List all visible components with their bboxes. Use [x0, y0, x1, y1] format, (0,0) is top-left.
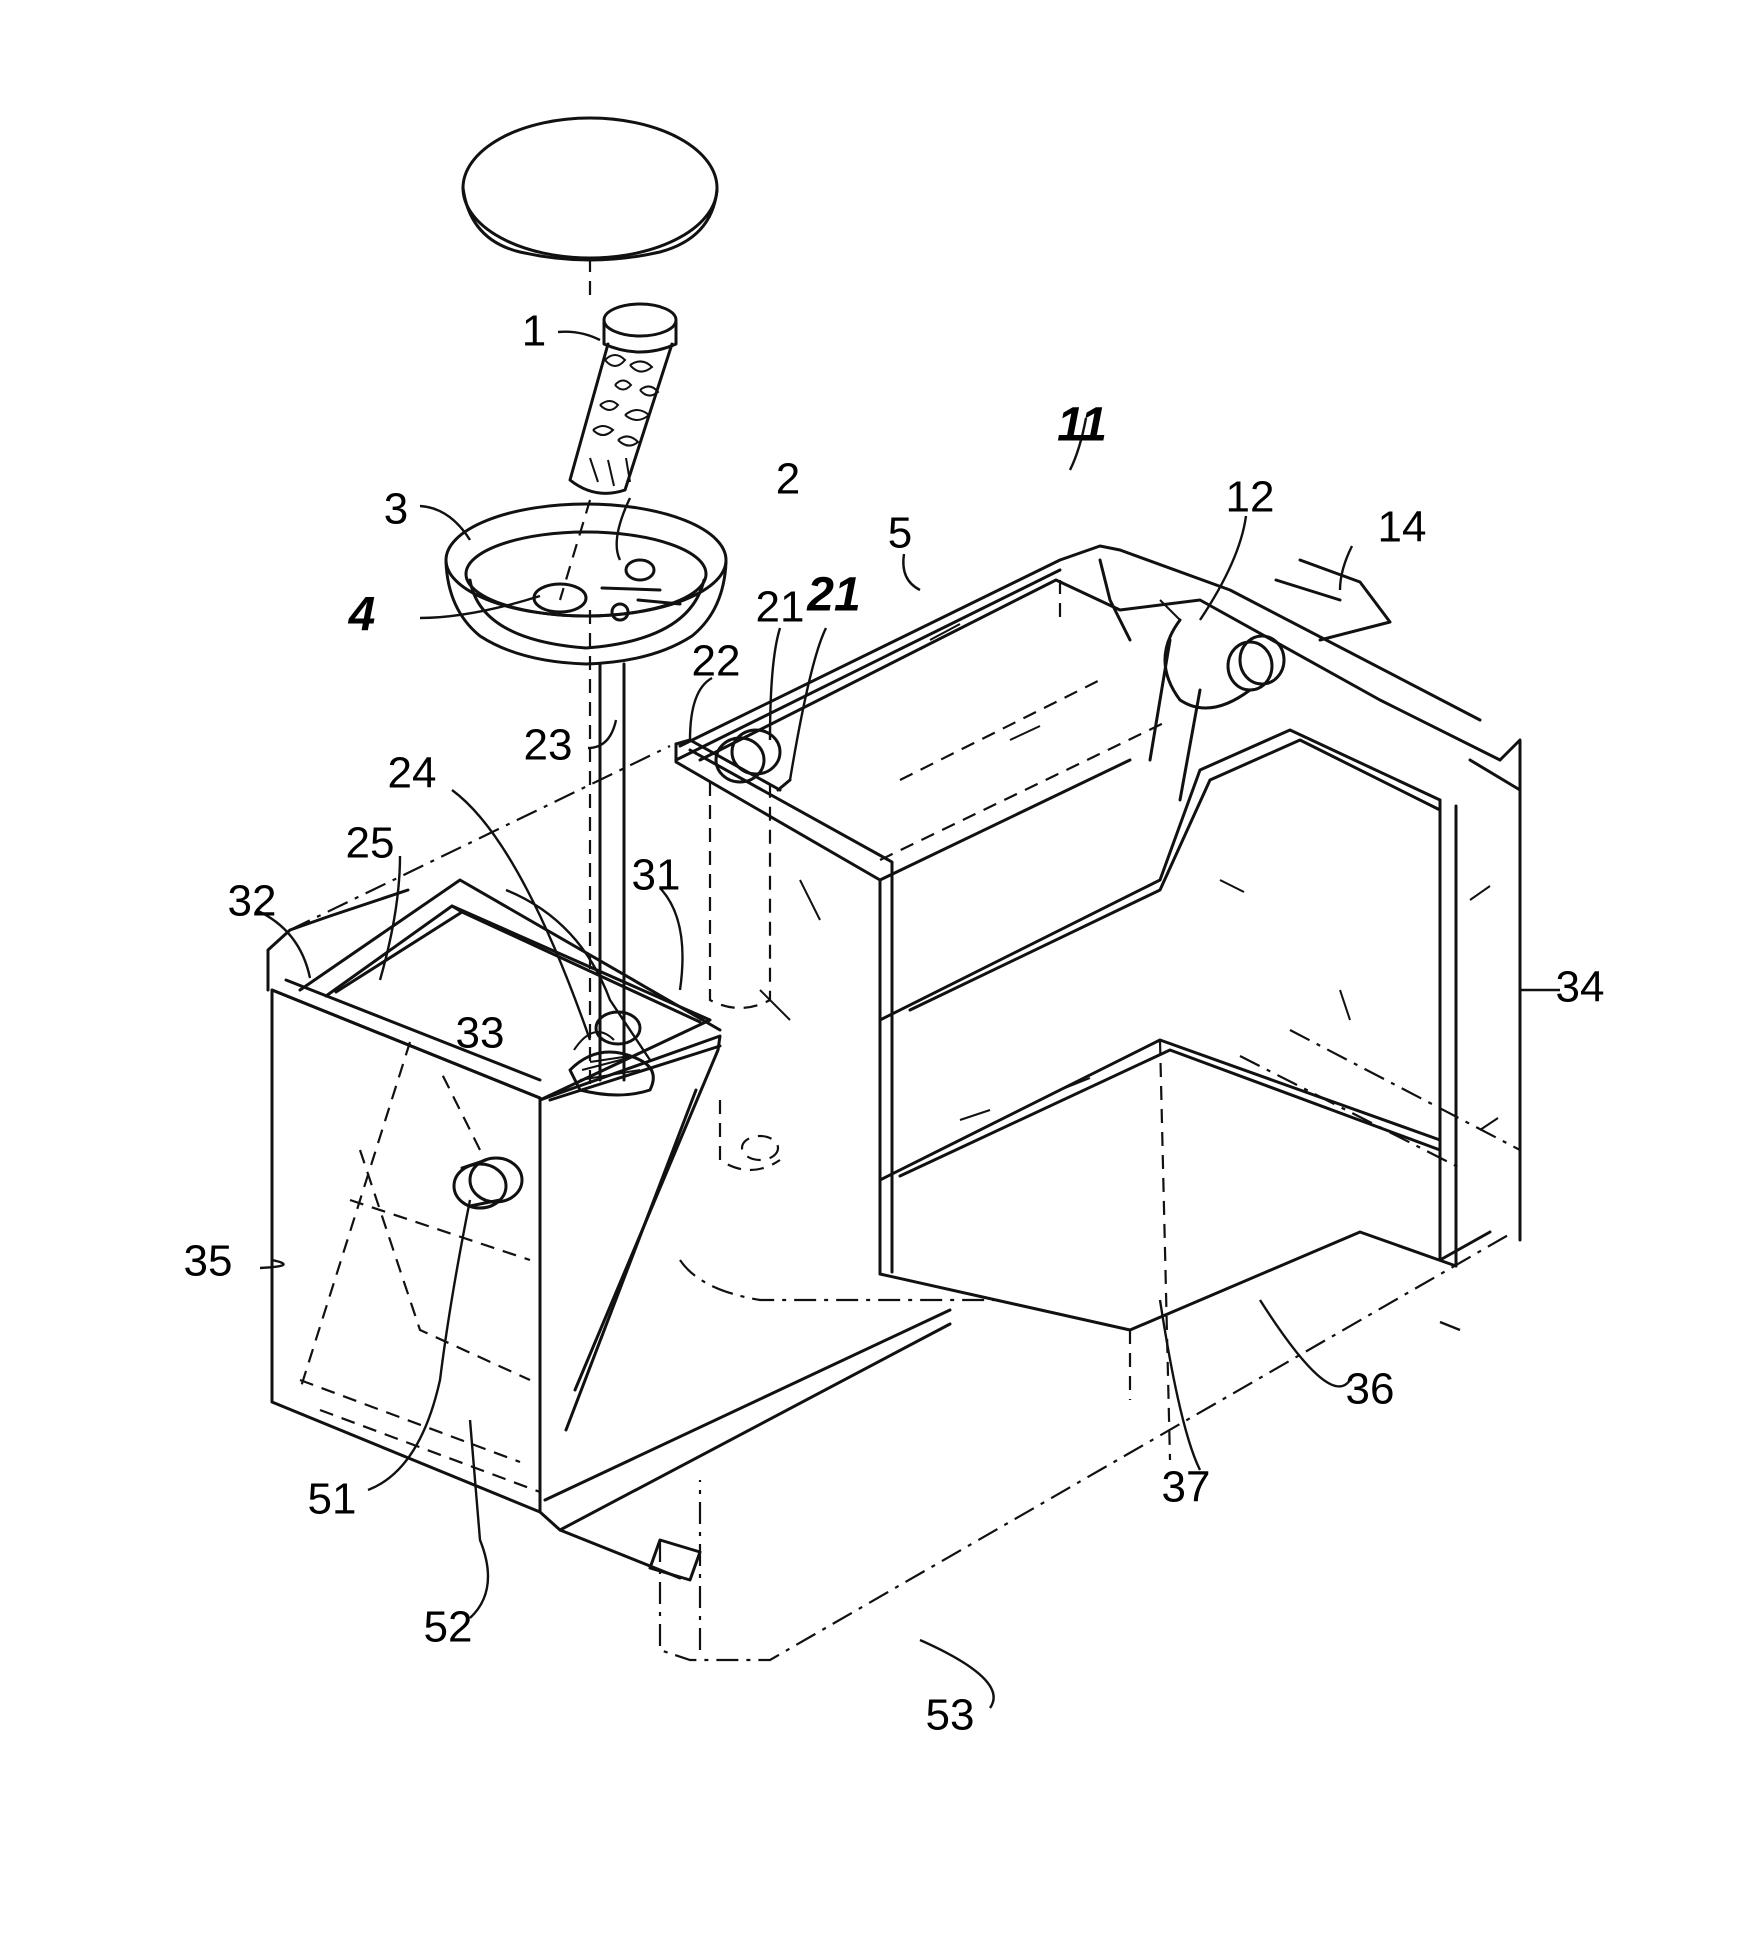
outer-envelope: [289, 745, 1521, 1662]
label-12: 14: [1378, 503, 1427, 552]
label-35: 33: [456, 1009, 505, 1058]
label-1: 35: [184, 1237, 233, 1286]
leader-lines: [255, 330, 1560, 1709]
label-53: 4: [348, 589, 376, 642]
label-25: 22: [692, 637, 741, 686]
label-31: 25: [346, 819, 395, 868]
label-21-top: 11: [1057, 399, 1107, 452]
label-34: 24: [388, 749, 437, 798]
label-5: 3: [384, 485, 408, 534]
label-52: 2: [776, 455, 800, 504]
label-3: 53: [926, 1691, 975, 1740]
label-22: 12: [1226, 473, 1275, 522]
label-23: 37: [1162, 1463, 1211, 1512]
stem: [588, 610, 626, 1090]
cover-plate: [444, 499, 728, 666]
label-24: 21: [806, 569, 860, 622]
cap-disc: [461, 116, 719, 262]
label-2: 34: [1556, 963, 1605, 1012]
filter-cartridge: [568, 258, 678, 495]
label-33: 31: [632, 851, 681, 900]
label-51: 1: [522, 307, 546, 356]
label-4: 5: [888, 509, 912, 558]
label-14: 51: [308, 1475, 357, 1524]
left-chamber: [266, 878, 952, 1582]
label-36: 52: [424, 1603, 473, 1652]
label-11: 21: [756, 583, 805, 632]
label-21-bottom: 36: [1346, 1365, 1395, 1414]
reference-numerals: 1 2 3 4 5 11 12 14 21 21 22 23 24 25 31 …: [184, 307, 1605, 1740]
main-tank: [674, 544, 1522, 1461]
label-37: 23: [524, 721, 573, 770]
label-32: 32: [228, 877, 277, 926]
